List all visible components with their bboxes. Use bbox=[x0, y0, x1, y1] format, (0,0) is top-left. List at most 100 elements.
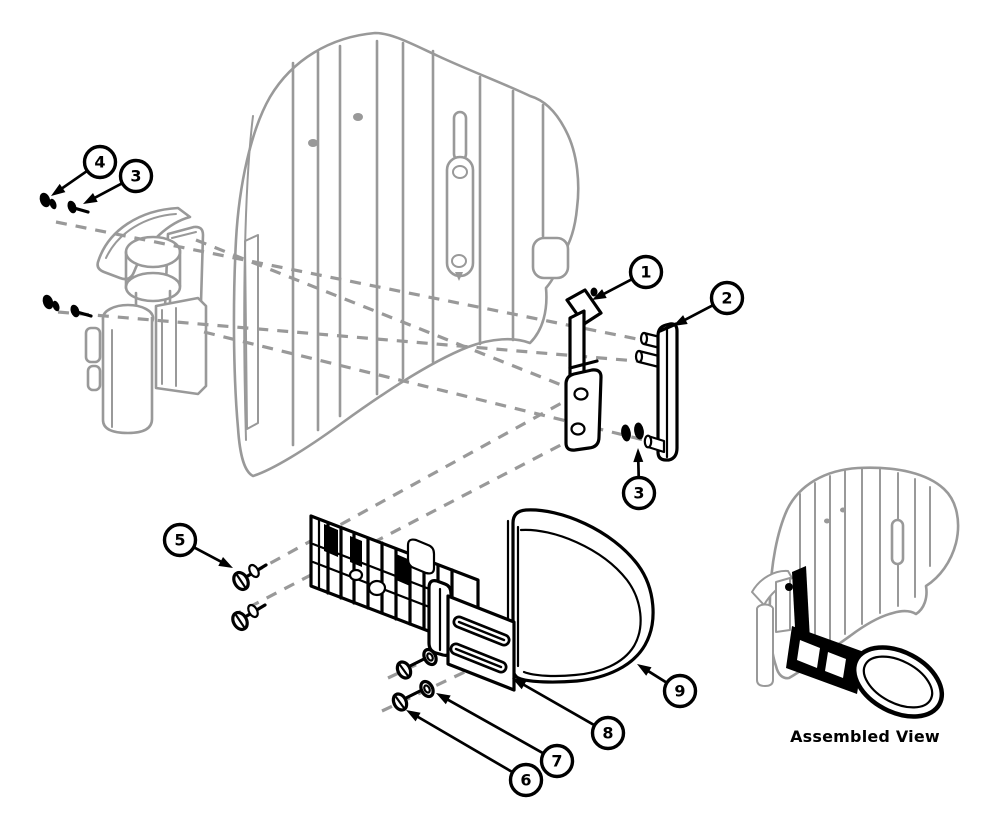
callout-number: 7 bbox=[551, 752, 562, 771]
assembled-view: Assembled View bbox=[751, 466, 960, 746]
callout-leader-line bbox=[443, 696, 545, 755]
leader-wing-to-hole1 bbox=[195, 238, 575, 392]
assembled-fastener-dot bbox=[785, 583, 793, 591]
screw6-shaft bbox=[402, 689, 422, 701]
callout-number: 4 bbox=[94, 153, 105, 172]
assembled-pad-outer bbox=[851, 645, 945, 719]
bracket8-slot-2-center bbox=[454, 647, 503, 669]
callout-number: 2 bbox=[721, 289, 732, 308]
washer6-outer bbox=[419, 679, 435, 699]
assembled-shell-dot-2 bbox=[824, 518, 830, 524]
callout-circle bbox=[709, 280, 745, 316]
callout-leader-line bbox=[193, 546, 226, 565]
callout-7: 7 bbox=[436, 693, 575, 779]
shell-ribs bbox=[291, 39, 545, 447]
bracket-hole-top bbox=[573, 387, 589, 401]
bracket-cross-bar bbox=[568, 359, 599, 370]
callout-circle bbox=[508, 762, 544, 798]
slide-pivot-2 bbox=[348, 568, 364, 582]
assembled-shell-dot-1 bbox=[840, 507, 846, 513]
assembled-clamp-plate bbox=[775, 577, 791, 633]
callout-arrowhead bbox=[83, 193, 98, 204]
fasteners-top-left bbox=[39, 192, 93, 318]
callout-number: 8 bbox=[602, 724, 613, 743]
callout-leader-line bbox=[57, 169, 89, 193]
callout-arrowhead bbox=[436, 693, 451, 705]
callout-1: 1 bbox=[592, 254, 664, 300]
assembled-shell-ribs bbox=[799, 468, 931, 661]
bracket-hole-bottom bbox=[570, 422, 586, 436]
washer7-inner bbox=[426, 652, 434, 662]
assembled-pad-inner bbox=[862, 655, 934, 709]
callout-8: 8 bbox=[512, 678, 626, 751]
screw7-slot bbox=[398, 663, 410, 678]
callout-arrowhead bbox=[218, 557, 233, 568]
clamp-block bbox=[154, 296, 208, 396]
callout-circle bbox=[621, 475, 657, 511]
slotted-bracket-part-8 bbox=[427, 579, 516, 692]
slide-dark-block-3 bbox=[396, 554, 410, 586]
callout-circle bbox=[162, 522, 198, 558]
callout-number: 9 bbox=[674, 682, 685, 701]
callout-arrowhead bbox=[512, 678, 527, 690]
callout-arrowhead bbox=[406, 710, 421, 722]
slide-dark-block-1 bbox=[324, 524, 338, 557]
screws-part-5 bbox=[231, 563, 268, 632]
clamp-knob-base bbox=[124, 271, 182, 303]
assembled-arm-gap-1 bbox=[797, 640, 820, 668]
cane-clamp-assembly bbox=[84, 206, 208, 435]
assembled-view-caption: Assembled View bbox=[790, 727, 940, 746]
clamp-wing-inner bbox=[105, 213, 177, 259]
shell-plate-pointer bbox=[455, 272, 463, 281]
assembled-tube bbox=[756, 608, 774, 687]
callout-2: 2 bbox=[673, 280, 745, 326]
slide-pivot-1 bbox=[367, 579, 387, 597]
callout-9: 9 bbox=[637, 664, 698, 709]
callout-5: 5 bbox=[162, 522, 233, 568]
shell-plate-hole-top bbox=[452, 165, 468, 179]
nut-4a-washer bbox=[49, 198, 57, 210]
bracket8-slot-1-center bbox=[457, 620, 506, 642]
screw-3a-shaft bbox=[72, 206, 90, 214]
callout-3: 3 bbox=[621, 448, 657, 511]
shell-left-panel bbox=[244, 234, 259, 430]
shell-slot bbox=[452, 110, 468, 162]
shell-plate-hole-bottom bbox=[451, 254, 467, 268]
screw-3a-head bbox=[67, 200, 77, 214]
screw6-slot bbox=[394, 695, 406, 710]
clamp-tab-2 bbox=[86, 364, 102, 392]
slide-top-lug bbox=[406, 538, 436, 575]
bracket-lower-plate bbox=[564, 368, 603, 452]
strap-plate-part-2 bbox=[621, 322, 679, 462]
shell-outline bbox=[232, 31, 580, 478]
callout-circle bbox=[662, 673, 698, 709]
screw5a-collar bbox=[248, 563, 260, 579]
mounting-bracket-part-1 bbox=[564, 287, 603, 452]
callout-leader-line bbox=[519, 681, 596, 727]
callout-arrowhead bbox=[633, 448, 644, 463]
washer6-inner bbox=[423, 684, 431, 694]
screw-3b-head bbox=[70, 304, 80, 318]
screws-washers-parts-6-7 bbox=[391, 647, 438, 712]
strap-stud-3-end bbox=[643, 434, 653, 449]
backrest-shell bbox=[232, 31, 580, 478]
callout-arrowhead bbox=[51, 183, 66, 196]
shell-foot-tab bbox=[531, 236, 570, 280]
lateral-pad-part-9 bbox=[506, 508, 655, 684]
callout-circle bbox=[539, 743, 575, 779]
clamp-knob-top bbox=[124, 235, 182, 269]
leader-block-to-stud3 bbox=[203, 330, 645, 442]
strap-stud-1-end bbox=[639, 331, 649, 346]
clamp-tab-1 bbox=[84, 326, 102, 364]
callout-leader-line bbox=[413, 713, 514, 774]
cane-tube bbox=[101, 317, 154, 435]
assembled-arm-gap-2 bbox=[825, 652, 846, 678]
pad-outline bbox=[511, 508, 655, 684]
shell-hole-dot-1 bbox=[353, 113, 363, 121]
callout-arrowhead bbox=[673, 315, 688, 326]
callout-circle bbox=[590, 715, 626, 751]
shell-slot-plate bbox=[445, 155, 475, 278]
callout-number: 3 bbox=[633, 484, 644, 503]
